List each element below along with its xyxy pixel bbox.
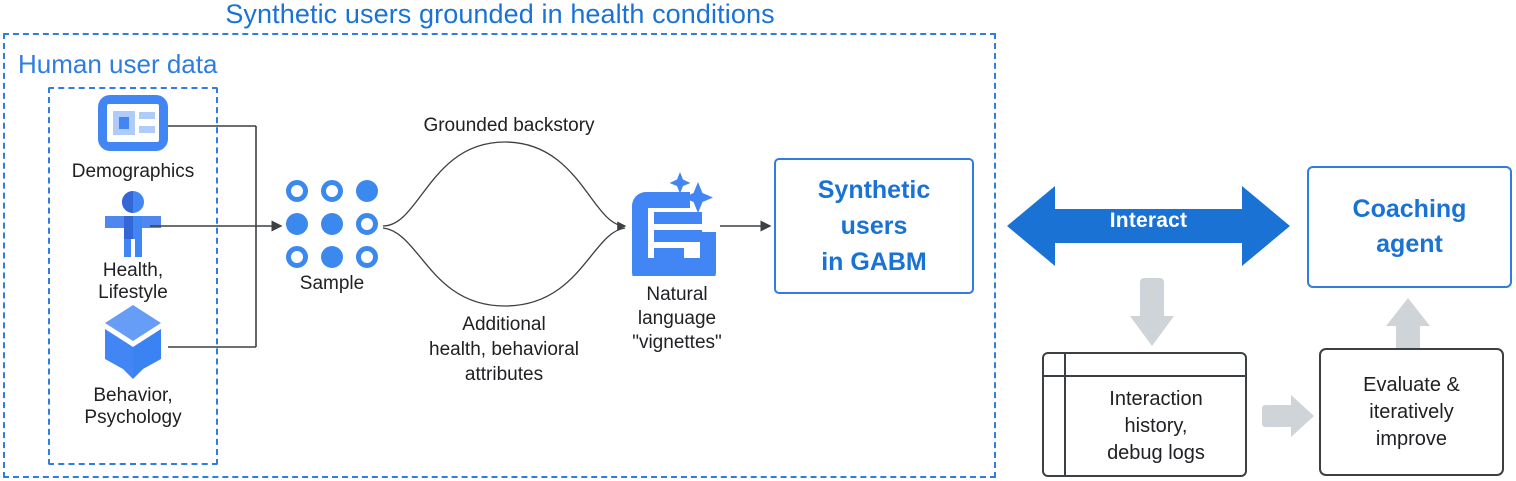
vignette-caption: Natural language "vignettes" xyxy=(612,283,742,355)
gabm-line3: in GABM xyxy=(821,248,927,276)
coaching-line2: agent xyxy=(1376,230,1443,258)
gabm-line2: users xyxy=(840,212,908,240)
page-title: Synthetic users grounded in health condi… xyxy=(225,0,775,29)
coaching-line1: Coaching xyxy=(1352,195,1467,223)
demographics-caption: Demographics xyxy=(48,161,218,183)
coaching-agent-box[interactable]: Coaching agent xyxy=(1307,166,1512,288)
additional-attributes-label: Additional health, behavioral attributes xyxy=(404,312,604,387)
interaction-history-label: Interaction history, debug logs xyxy=(1070,379,1242,474)
human-user-data-container xyxy=(3,33,996,478)
behavior-caption-line1: Behavior, xyxy=(93,385,173,406)
arrow-up-icon xyxy=(1385,298,1431,357)
evaluate-line1: Evaluate & xyxy=(1363,373,1460,396)
attributes-container xyxy=(48,87,218,465)
human-user-data-label: Human user data xyxy=(18,49,218,79)
evaluate-improve-box[interactable]: Evaluate & iteratively improve xyxy=(1319,348,1504,476)
health-lifestyle-caption: Health, Lifestyle xyxy=(48,260,218,304)
table-column-divider xyxy=(1064,354,1066,475)
sample-dot-filled xyxy=(321,213,343,235)
vignette-caption-line1: Natural xyxy=(646,284,708,305)
behavior-cube-icon xyxy=(48,303,218,384)
interaction-line1: Interaction xyxy=(1109,388,1203,410)
evaluate-line2: iteratively xyxy=(1369,400,1454,423)
sample-dot-filled xyxy=(286,213,308,235)
sample-dot-hollow xyxy=(356,246,378,268)
synthetic-users-gabm-box[interactable]: Synthetic users in GABM xyxy=(774,158,974,294)
vignette-caption-line2: language xyxy=(637,308,717,329)
person-accessibility-icon xyxy=(48,191,218,262)
sample-dot-hollow xyxy=(321,180,343,202)
sample-dot-grid xyxy=(286,180,378,268)
interaction-line2: history, xyxy=(1124,415,1188,437)
demographics-caption-text: Demographics xyxy=(71,161,195,182)
evaluate-line3: improve xyxy=(1375,427,1448,450)
interaction-line3: debug logs xyxy=(1107,442,1205,464)
additional-attrs-line2: health, behavioral xyxy=(429,339,579,360)
sample-dot-filled xyxy=(356,180,378,202)
table-header-divider xyxy=(1044,375,1245,377)
evaluate-improve-label: Evaluate & iteratively improve xyxy=(1363,372,1460,453)
additional-attrs-line3: attributes xyxy=(464,364,544,385)
interact-label: Interact xyxy=(1109,209,1188,232)
health-caption-line2: Lifestyle xyxy=(98,282,168,303)
health-caption-line1: Health, xyxy=(102,260,164,281)
sample-dot-hollow xyxy=(286,180,308,202)
demographics-icon xyxy=(48,95,218,162)
sample-dot-hollow xyxy=(356,213,378,235)
arrow-right-icon xyxy=(1262,395,1314,442)
grounded-backstory-label: Grounded backstory xyxy=(423,115,595,136)
document-sparkle-icon xyxy=(618,166,728,286)
vignette-caption-line3: "vignettes" xyxy=(632,332,722,353)
double-headed-arrow-icon xyxy=(1007,182,1290,270)
additional-attrs-line1: Additional xyxy=(462,314,546,335)
behavior-psychology-caption: Behavior, Psychology xyxy=(48,385,218,429)
sample-label: Sample xyxy=(299,273,365,294)
sample-dot-hollow xyxy=(286,246,308,268)
gabm-line1: Synthetic xyxy=(817,176,931,204)
arrow-down-icon xyxy=(1128,278,1176,351)
behavior-caption-line2: Psychology xyxy=(84,407,182,428)
sample-dot-filled xyxy=(321,246,343,268)
gabm-box-label: Synthetic users in GABM xyxy=(818,172,931,280)
coaching-agent-label: Coaching agent xyxy=(1353,192,1467,262)
interaction-history-box[interactable] xyxy=(1042,352,1247,477)
